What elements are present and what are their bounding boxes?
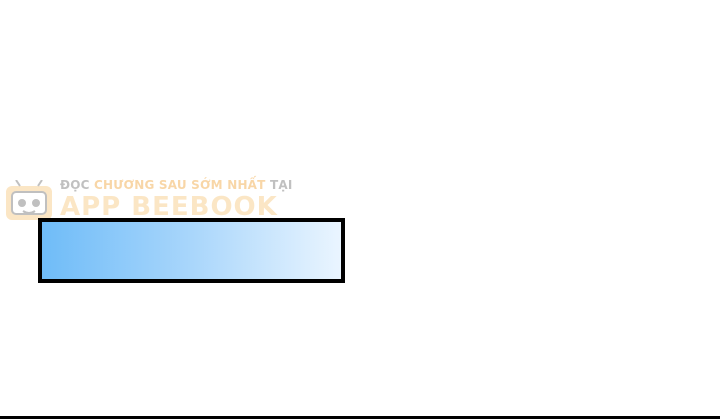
watermark-at-text: TẠI bbox=[265, 178, 293, 192]
bottom-border-line bbox=[0, 416, 720, 419]
watermark-read-text: ĐỌC bbox=[60, 178, 95, 192]
beebook-watermark: ĐỌC CHƯƠNG SAU SỚM NHẤT TẠI APP BEEBOOK bbox=[4, 176, 292, 226]
watermark-app-name: APP BEEBOOK bbox=[60, 192, 278, 222]
watermark-next-chapter-text: CHƯƠNG SAU SỚM NHẤT bbox=[94, 178, 266, 192]
bee-mascot-icon bbox=[6, 180, 52, 220]
watermark-line1: ĐỌC CHƯƠNG SAU SỚM NHẤT TẠI bbox=[60, 178, 292, 192]
gradient-text-box bbox=[38, 218, 345, 283]
